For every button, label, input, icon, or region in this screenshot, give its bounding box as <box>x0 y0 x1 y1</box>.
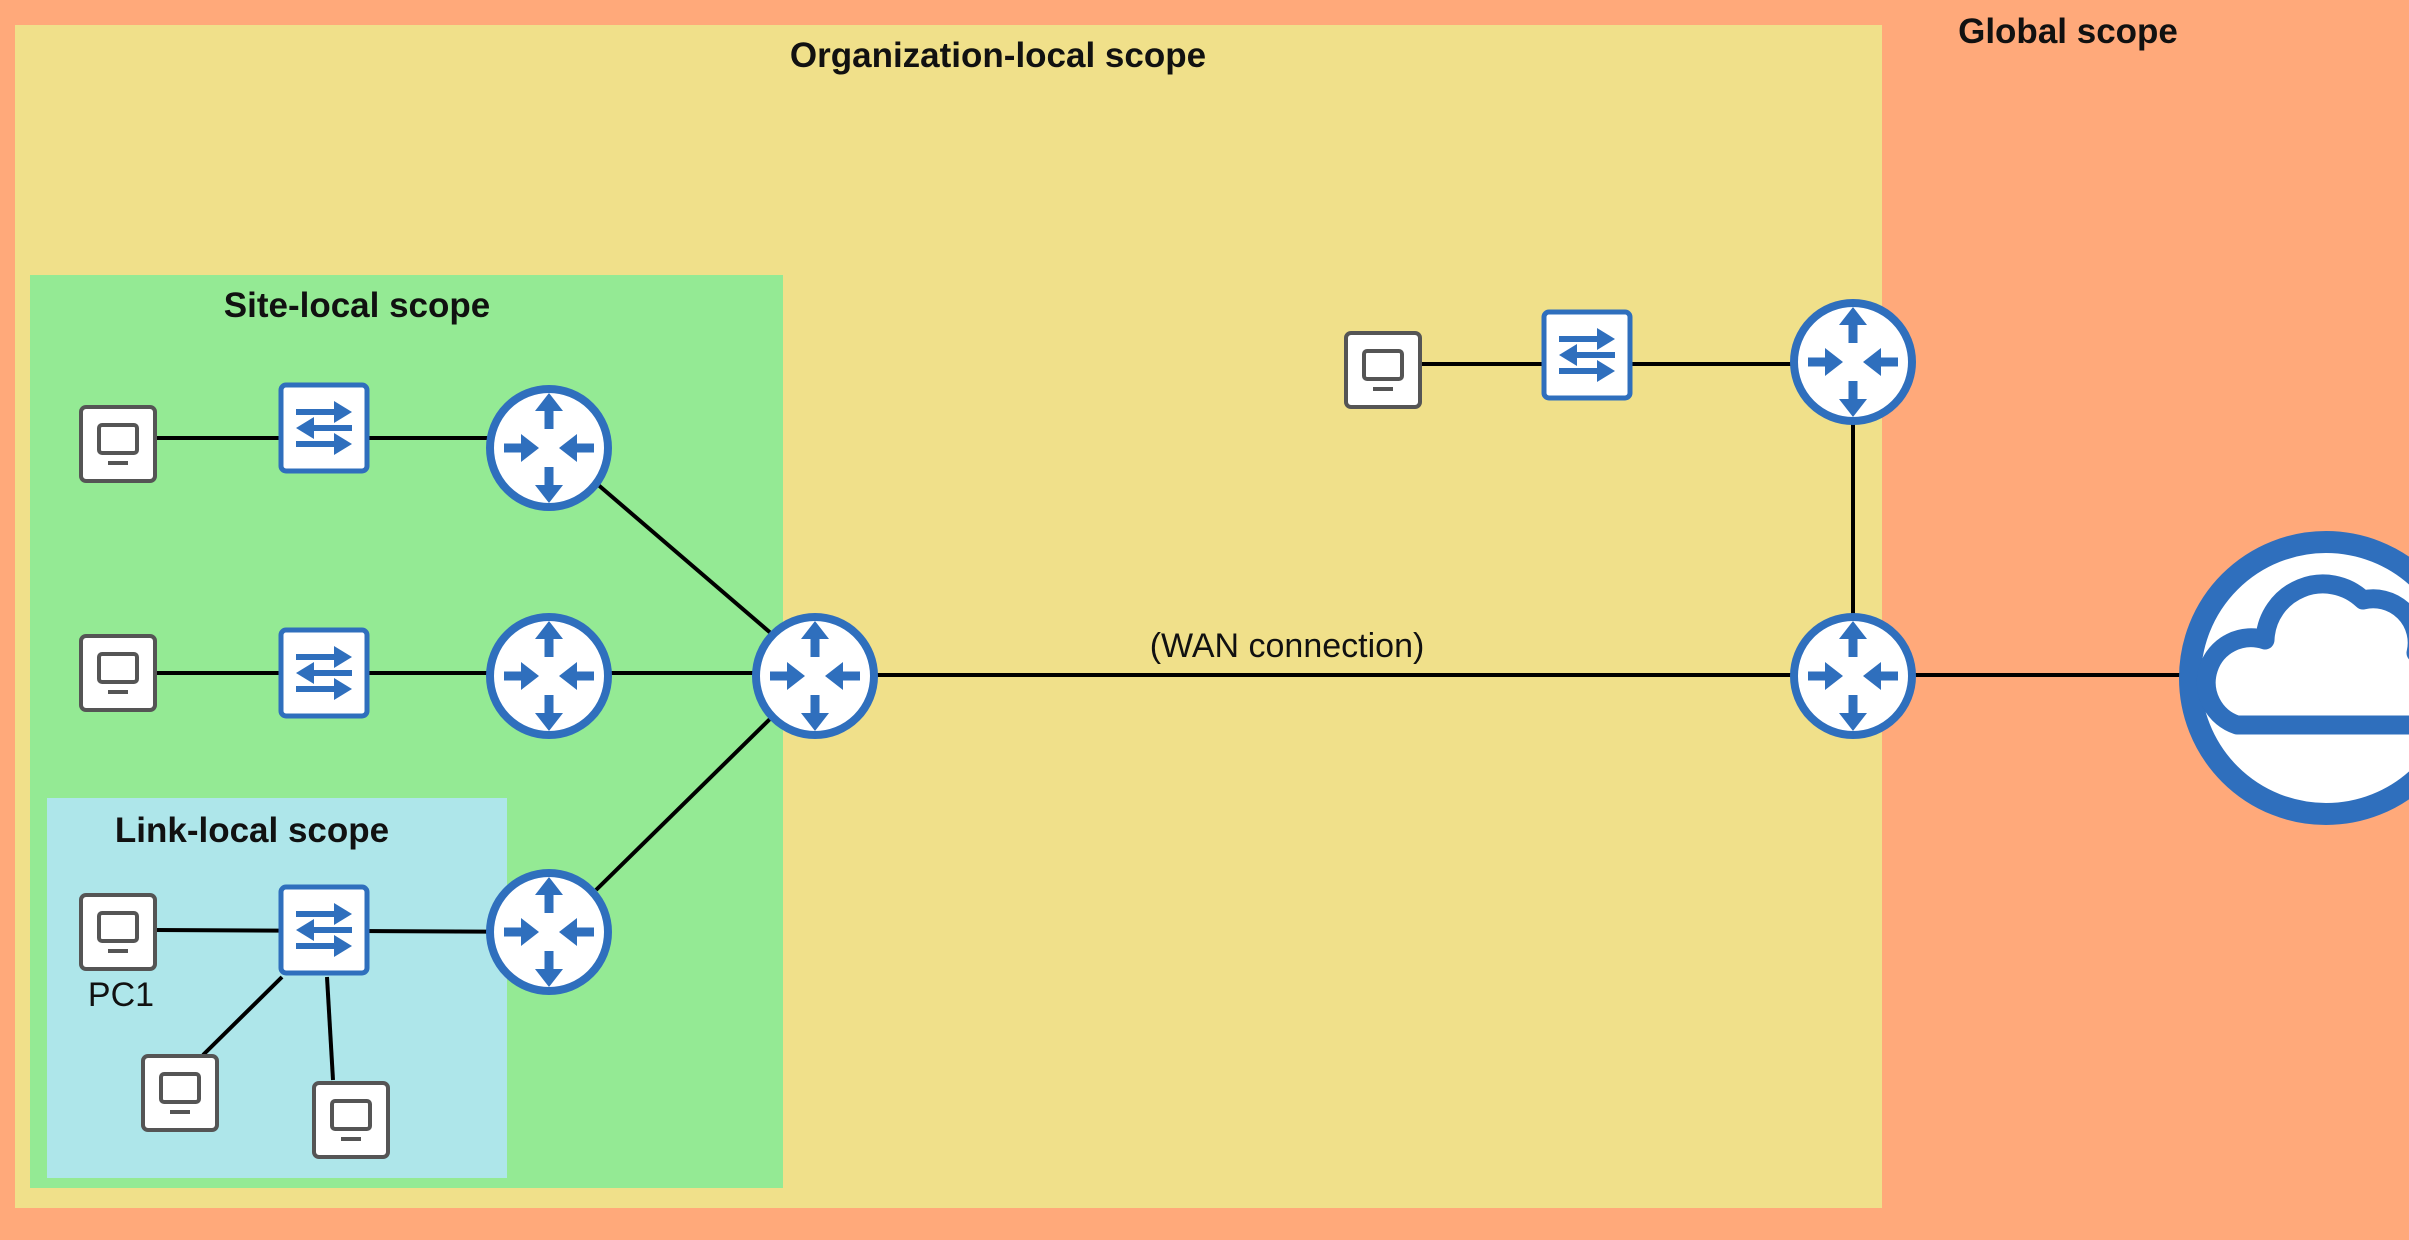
pc-icon <box>1344 331 1422 409</box>
router-icon <box>490 389 608 507</box>
router-icon <box>490 617 608 735</box>
router-icon <box>490 873 608 991</box>
cloud-icon <box>2179 531 2409 825</box>
switch-icon <box>281 630 367 716</box>
wan-connection-label: (WAN connection) <box>1150 627 1425 665</box>
link-router3-core <box>594 714 775 892</box>
switch-icon <box>1544 312 1630 398</box>
link-router1-core <box>594 481 775 637</box>
global-scope-label: Global scope <box>1958 12 2178 51</box>
link-switch-pc-a <box>201 975 284 1057</box>
pc-icon <box>141 1054 219 1132</box>
router-icon <box>756 617 874 735</box>
link-local-scope-label: Link-local scope <box>115 811 389 850</box>
pc-icon <box>79 893 157 971</box>
router-icon <box>1794 617 1912 735</box>
pc-icon <box>79 405 157 483</box>
link-switch-pc-b <box>325 976 335 1081</box>
switch-icon <box>281 887 367 973</box>
pc-icon <box>312 1081 390 1159</box>
router-icon <box>1794 303 1912 421</box>
pc-icon <box>79 634 157 712</box>
link-local-scope-area <box>47 798 507 1178</box>
organization-scope-label: Organization-local scope <box>790 36 1206 75</box>
switch-icon <box>281 385 367 471</box>
pc1-label: PC1 <box>88 976 154 1014</box>
site-scope-label: Site-local scope <box>224 286 490 325</box>
